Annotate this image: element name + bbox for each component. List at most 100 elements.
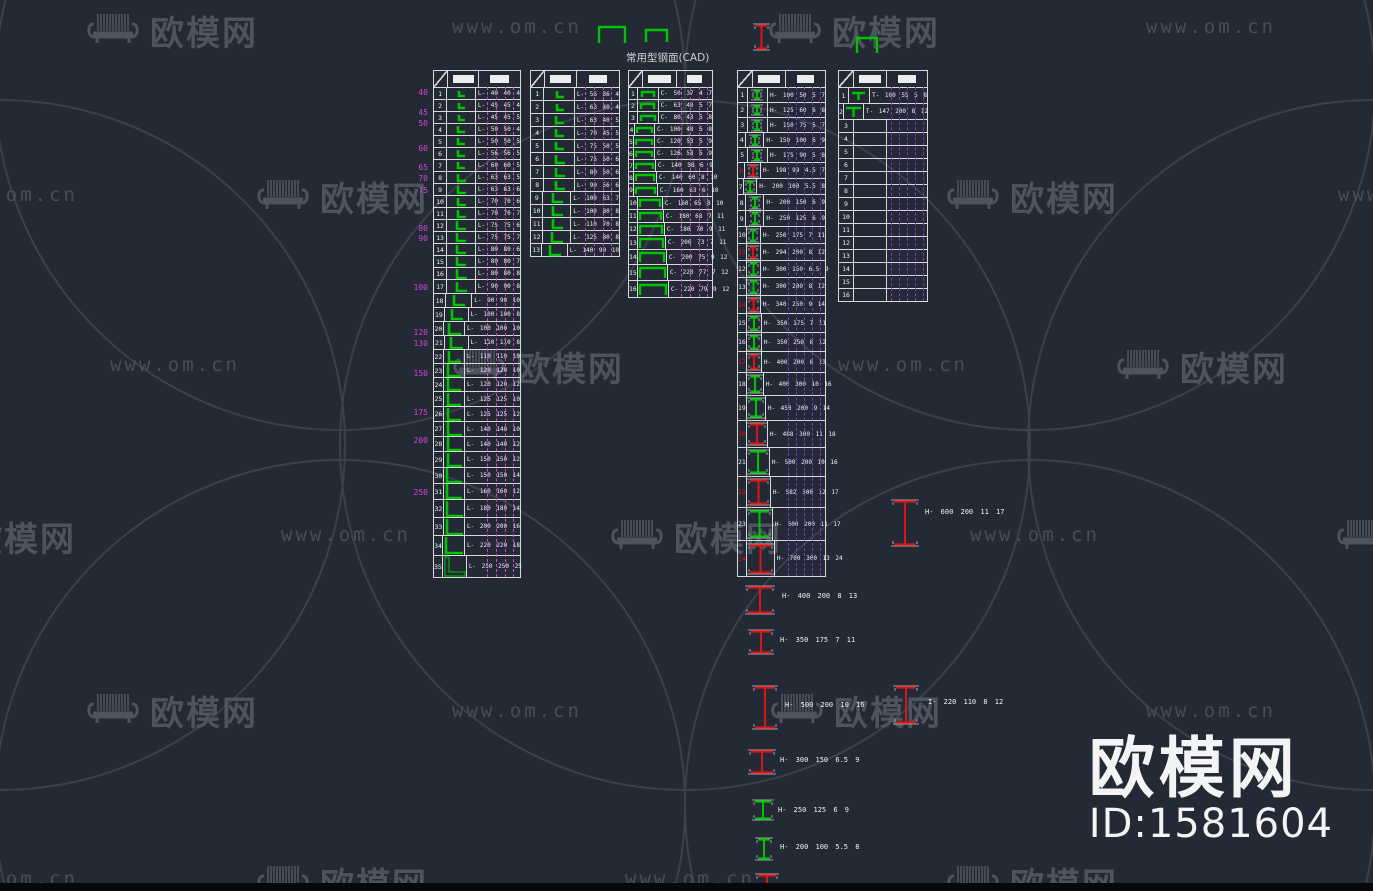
section-label: L- 75 75 6	[477, 222, 520, 229]
dimension-number: 50	[418, 119, 428, 128]
section-label: T- 100 55 5 8	[872, 92, 927, 99]
section-icon	[444, 468, 466, 484]
sofa-icon	[770, 689, 824, 733]
section-icon	[635, 124, 656, 135]
table-row: 19 H- 450 200 9 14	[738, 395, 830, 420]
row-number: 11	[434, 208, 448, 219]
row-number: 8	[629, 172, 634, 183]
section-label	[887, 172, 927, 184]
section-label: L- 120 120 12	[467, 381, 520, 388]
row-number: 14	[434, 244, 448, 255]
section-icon	[854, 276, 887, 288]
header-diagonal-cell	[531, 71, 545, 87]
row-number: 16	[738, 333, 747, 351]
section-icon	[854, 237, 887, 249]
section-icon	[746, 211, 765, 226]
row-number: 11	[839, 224, 854, 236]
sofa-icon	[946, 175, 1000, 219]
row-number: 1	[629, 88, 638, 99]
section-icon	[746, 508, 773, 540]
ibeam-figure	[745, 584, 775, 620]
watermark-brand-text: 欧模网	[516, 350, 624, 390]
section-label: L- 140 140 12	[467, 440, 520, 448]
section-icon	[447, 184, 476, 195]
section-icon	[748, 88, 769, 102]
section-icon	[638, 223, 665, 235]
table-row: 15 H- 350 175 7 11	[738, 313, 826, 332]
row-number: 7	[738, 179, 745, 194]
row-number: 4	[629, 124, 636, 135]
header-dims-cell	[479, 71, 520, 87]
section-icon	[543, 218, 572, 230]
section-label: H- 350 250 8 12	[763, 338, 827, 346]
section-icon	[444, 500, 466, 517]
section-label: L- 45 45 5	[477, 114, 520, 121]
row-number: 12	[839, 237, 854, 249]
section-label: L- 56 36 4	[576, 90, 619, 98]
row-number: 5	[839, 146, 854, 158]
section-label: H- 488 300 11 18	[769, 430, 836, 438]
table-row: 10	[839, 210, 927, 223]
section-icon	[638, 236, 666, 249]
row-number: 9	[629, 184, 634, 196]
row-number: 21	[738, 448, 747, 476]
section-label: C- 120 53 5 9	[657, 138, 712, 145]
watermark-sofa-logo: 欧模网	[1116, 342, 1288, 391]
table-row: 14 H- 340 250 9 14	[738, 295, 825, 313]
row-number: 27	[434, 422, 444, 436]
section-icon	[447, 100, 476, 111]
header-section-cell	[448, 71, 479, 87]
watermark-url-text: www.om.cn	[281, 524, 411, 546]
row-number: 13	[531, 244, 543, 256]
section-label: C- 180 68 7 11	[665, 212, 725, 220]
section-label: L- 80 80 8	[477, 270, 520, 277]
dimension-number: 200	[413, 436, 428, 445]
dimension-number: 80	[418, 224, 428, 233]
row-number: 6	[434, 148, 448, 159]
section-label: L- 70 70 6	[477, 198, 520, 205]
section-icon	[634, 136, 656, 147]
section-label: L- 60 60 5	[477, 162, 520, 169]
section-label: C- 200 75 9 12	[668, 253, 728, 261]
section-label	[887, 237, 927, 249]
section-icon	[447, 172, 476, 183]
row-number: 28	[434, 437, 444, 451]
section-icon	[447, 196, 476, 207]
watermark-sofa-logo: 欧模网	[770, 686, 942, 735]
row-number: 9	[738, 211, 747, 226]
dimension-number: 65	[418, 163, 428, 172]
section-label: L- 250 250 25	[468, 563, 522, 570]
row-number: 23	[738, 508, 747, 540]
section-label: H- 125 60 6 8	[770, 106, 825, 114]
section-label: L- 110 70 8	[573, 220, 619, 228]
dimension-number: 75	[418, 186, 428, 195]
section-icon	[443, 536, 466, 555]
section-label: L- 90 56 6	[576, 181, 619, 189]
section-label: H- 150 75 5 7	[770, 121, 825, 129]
site-logo-brand: 欧模网	[1088, 730, 1299, 807]
dimension-number: 130	[413, 339, 428, 348]
section-icon	[854, 211, 887, 223]
table-row: 8	[839, 184, 927, 197]
section-icon	[746, 278, 761, 295]
row-number: 15	[839, 276, 854, 288]
section-label: L- 110 110 8	[470, 339, 520, 346]
section-icon	[744, 179, 758, 194]
section-label: H- 175 90 5 8	[770, 151, 825, 159]
